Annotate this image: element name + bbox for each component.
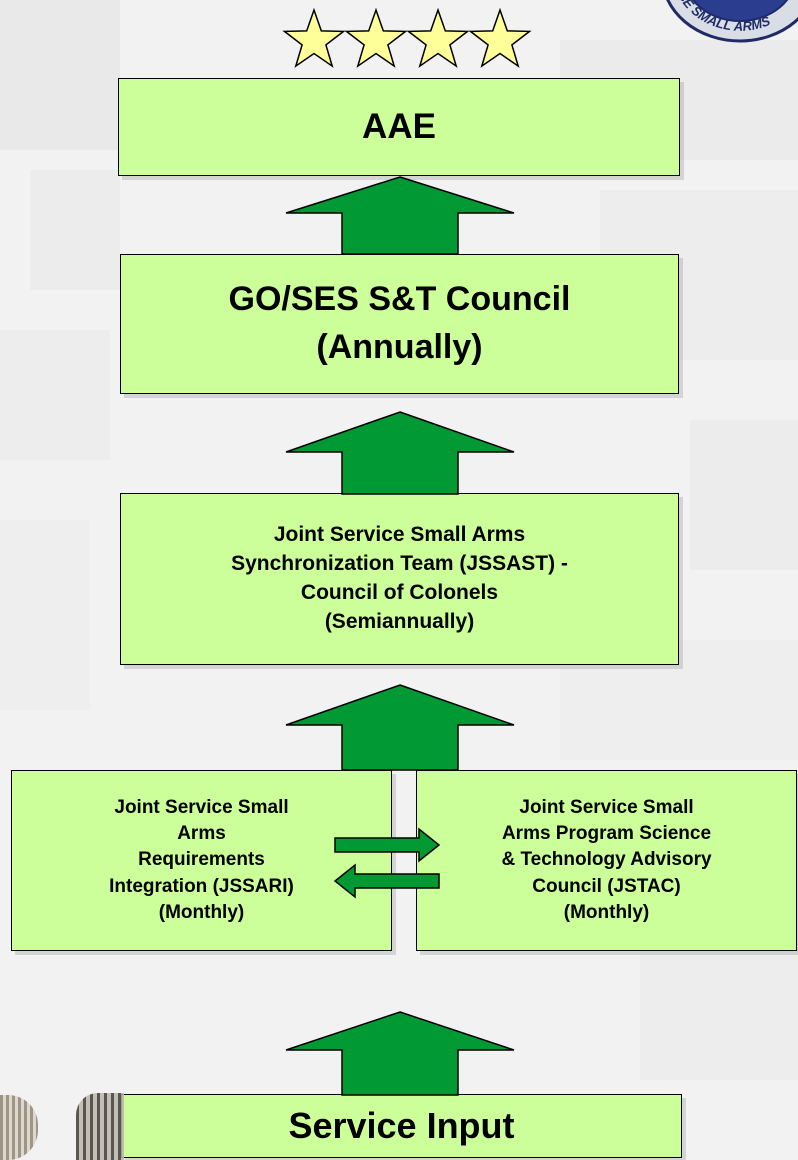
box-text-line: Integration (JSSARI) bbox=[109, 875, 294, 897]
box-text-line: Council of Colonels bbox=[300, 581, 499, 604]
council-box: GO/SES S&T Council (Annually) bbox=[120, 254, 679, 394]
up-arrow-icon bbox=[285, 411, 515, 495]
box-text-line: Council (JSTAC) bbox=[532, 875, 681, 897]
seal-logo-icon: CE SMALL ARMS bbox=[666, 0, 798, 43]
up-arrow-icon bbox=[285, 684, 515, 771]
box-text-line: AAE bbox=[362, 107, 436, 146]
left-arrow-icon bbox=[333, 863, 440, 899]
aae-box: AAE bbox=[118, 78, 680, 176]
box-text-line: (Semiannually) bbox=[324, 609, 475, 633]
box-text-line: Joint Service Small bbox=[114, 796, 289, 818]
up-arrow-icon bbox=[285, 176, 515, 255]
box-text-line: Joint Service Small Arms bbox=[273, 523, 526, 547]
box-text-line: Arms Program Science bbox=[501, 823, 712, 845]
box-text-line: Requirements bbox=[138, 849, 265, 871]
box-text-line: (Monthly) bbox=[158, 901, 245, 923]
right-arrow-icon bbox=[334, 827, 441, 863]
up-arrow-icon bbox=[285, 1011, 515, 1096]
star-icon bbox=[282, 7, 346, 68]
star-icon bbox=[344, 7, 408, 68]
rank-stars bbox=[282, 7, 532, 68]
photo-fragment-2 bbox=[76, 1093, 124, 1160]
box-text-line: (Annually) bbox=[316, 328, 483, 366]
box-text-line: Service Input bbox=[288, 1105, 515, 1146]
box-text-line: Synchronization Team (JSSAST) - bbox=[231, 552, 568, 576]
box-text-line: Joint Service Small bbox=[519, 796, 694, 818]
star-icon bbox=[468, 7, 532, 68]
box-text-line: Arms bbox=[177, 823, 226, 845]
box-text-line: (Monthly) bbox=[563, 901, 650, 923]
box-text-line: GO/SES S&T Council bbox=[228, 280, 571, 319]
box-text-line: & Technology Advisory bbox=[501, 849, 712, 871]
service-input-box: Service Input bbox=[121, 1094, 682, 1158]
star-icon bbox=[406, 7, 470, 68]
